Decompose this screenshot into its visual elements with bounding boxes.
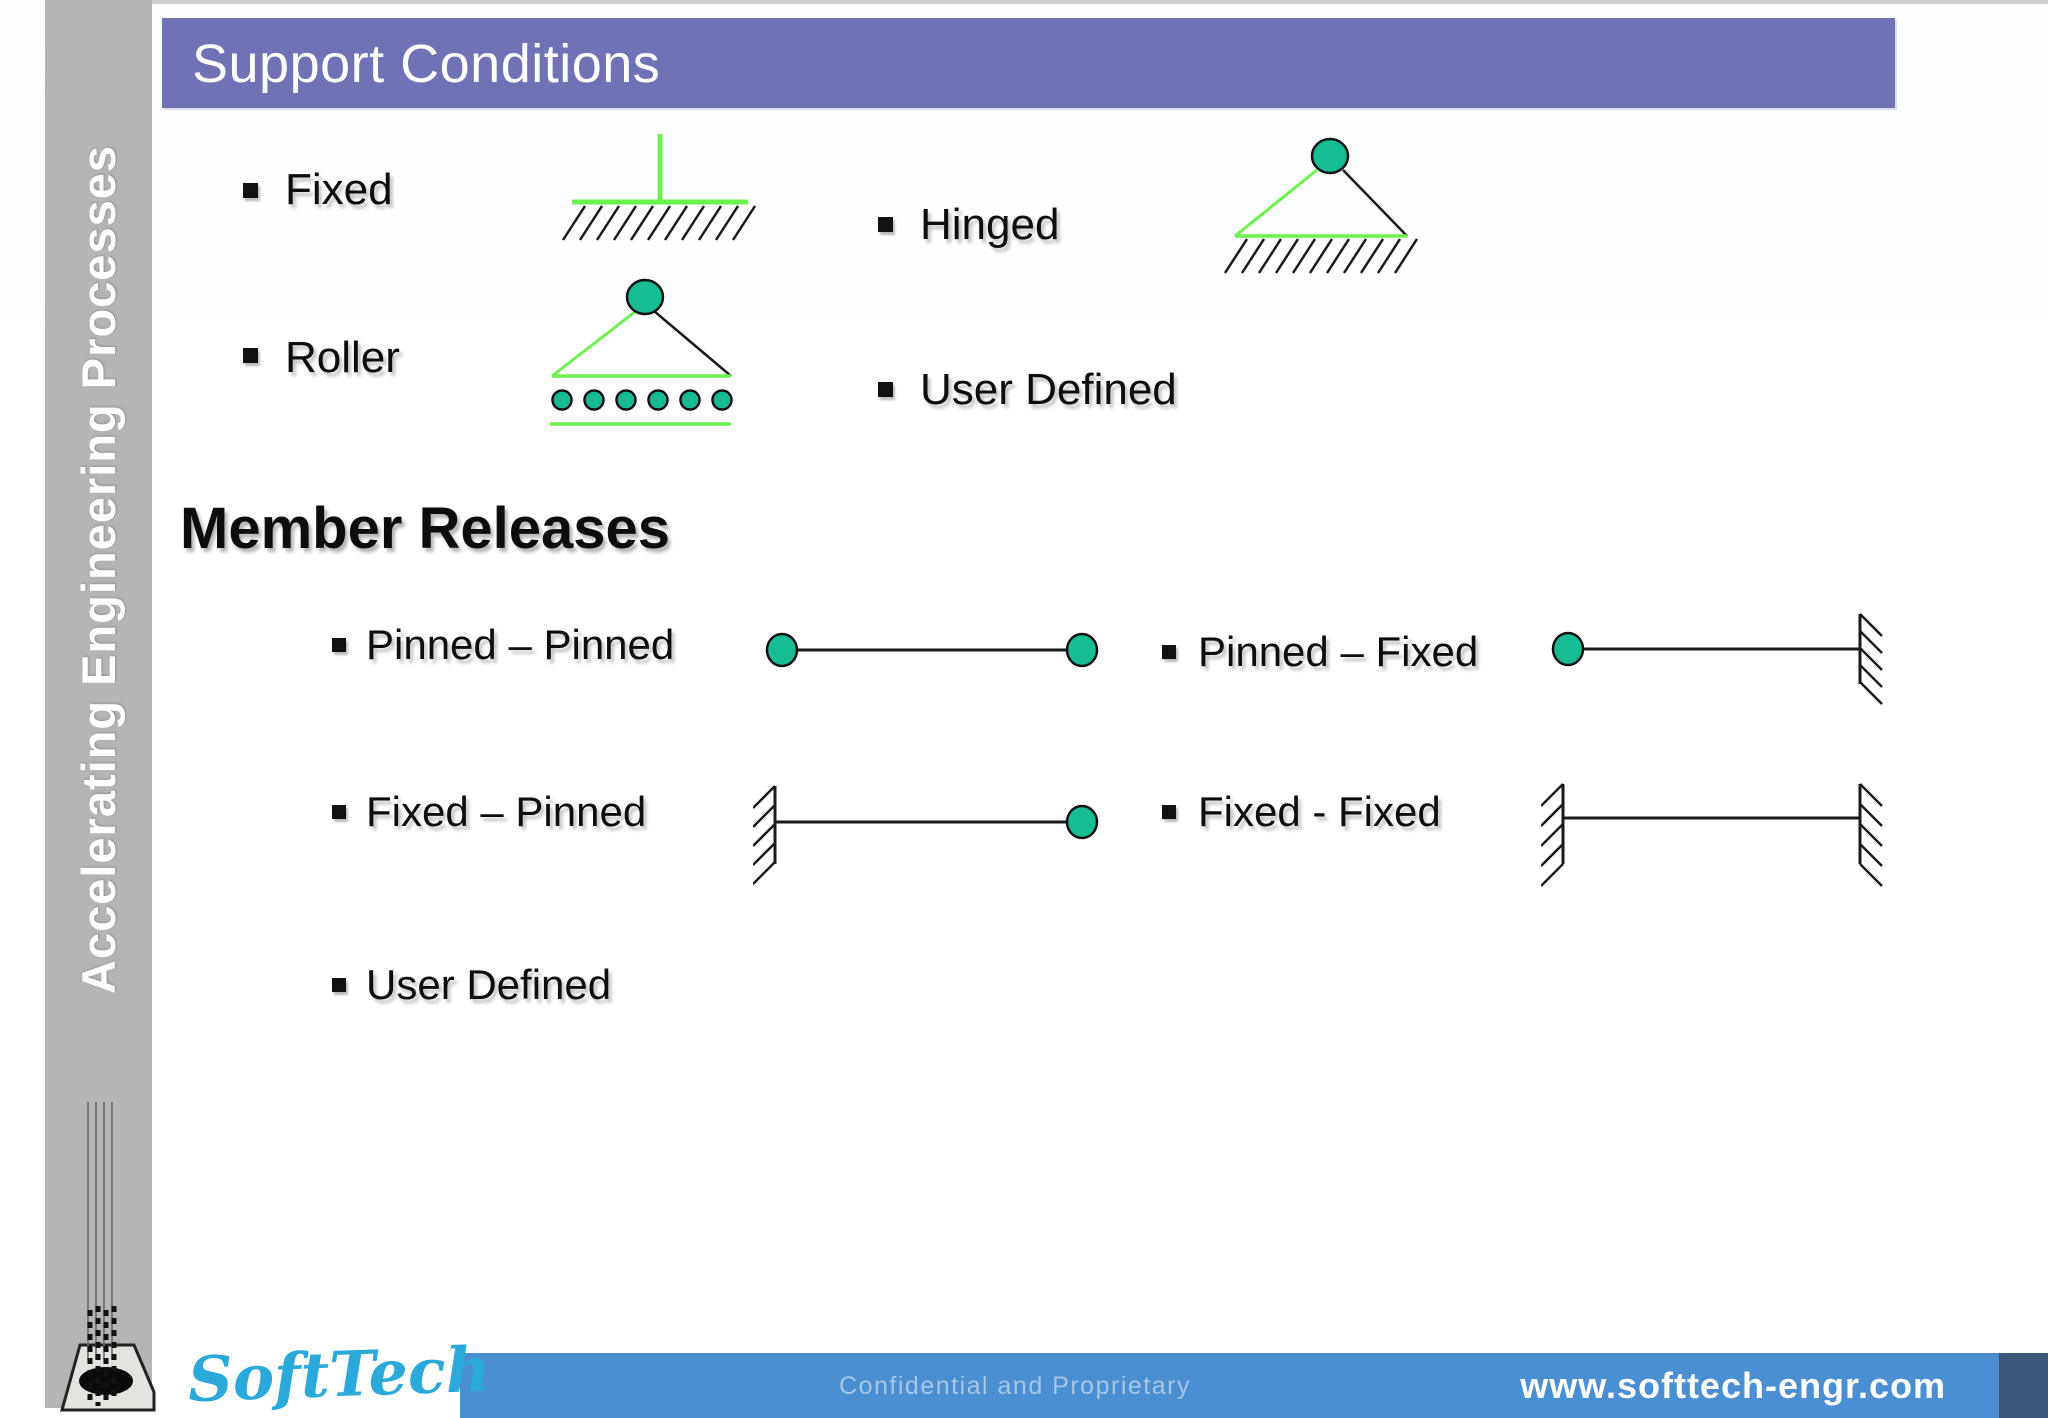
section-heading: Member Releases — [180, 496, 671, 561]
hinged-support-diagram — [1223, 137, 1419, 274]
sidebar — [45, 0, 152, 1408]
fixed-support-diagram — [561, 134, 757, 241]
roller-support-diagram — [550, 278, 733, 426]
pinned-pinned-diagram — [765, 632, 1099, 668]
title-bar — [162, 18, 1895, 108]
bullet-square — [332, 638, 346, 652]
bullet-square — [243, 183, 258, 198]
support-label-hinged: Hinged — [920, 200, 1060, 249]
support-label-roller: Roller — [285, 333, 400, 382]
softtech-logo-icon — [60, 1102, 156, 1412]
bullet-square — [1162, 805, 1176, 819]
footer-endcap-block — [1999, 1353, 2048, 1418]
bullet-square — [1162, 645, 1176, 659]
support-label-fixed: Fixed — [285, 165, 393, 214]
support-label-user-defined: User Defined — [920, 365, 1177, 414]
pinned-fixed-diagram — [1551, 613, 1883, 705]
sidebar-vertical-text: Accelerating Engineering Processes — [72, 145, 125, 995]
release-label-fixed-pinned: Fixed – Pinned — [366, 788, 647, 835]
bullet-square — [243, 348, 258, 363]
fixed-fixed-diagram — [1541, 783, 1883, 887]
release-label-pinned-pinned: Pinned – Pinned — [366, 621, 675, 668]
top-edge-line — [130, 0, 2048, 4]
bullet-square — [878, 382, 893, 397]
footer-website-link[interactable]: www.softtech-engr.com — [1520, 1365, 1946, 1406]
release-label-user-defined: User Defined — [366, 961, 612, 1008]
release-label-fixed-fixed: Fixed - Fixed — [1198, 788, 1441, 835]
softtech-logo-text: SoftTech — [186, 1332, 492, 1417]
release-label-pinned-fixed: Pinned – Fixed — [1198, 628, 1479, 675]
bullet-square — [878, 217, 893, 232]
page-title: Support Conditions — [192, 34, 661, 94]
footer-confidential-text: Confidential and Proprietary — [839, 1372, 1191, 1400]
bullet-square — [332, 805, 346, 819]
footer-bar — [460, 1353, 1999, 1418]
bullet-square — [332, 978, 346, 992]
fixed-pinned-diagram — [753, 785, 1099, 885]
